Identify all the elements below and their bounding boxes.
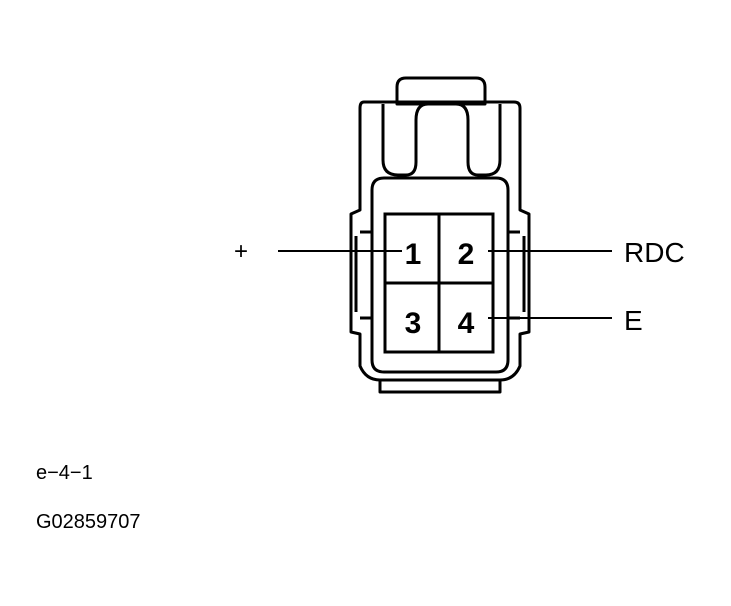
pin-1-signal-label: + (234, 238, 248, 265)
leader-lines (278, 250, 612, 319)
diagram-code: e−4−1 (36, 462, 93, 484)
figure-id: G02859707 (36, 511, 141, 533)
pin-grid (383, 212, 495, 354)
pin-4-number: 4 (458, 307, 475, 340)
connector-housing (349, 76, 531, 394)
pin-4-signal-label: E (624, 305, 643, 336)
pin-2-signal-label: RDC (624, 237, 685, 268)
pin-2-number: 2 (458, 238, 475, 271)
pin-3-number: 3 (405, 307, 422, 340)
pin-1-number: 1 (405, 238, 422, 271)
